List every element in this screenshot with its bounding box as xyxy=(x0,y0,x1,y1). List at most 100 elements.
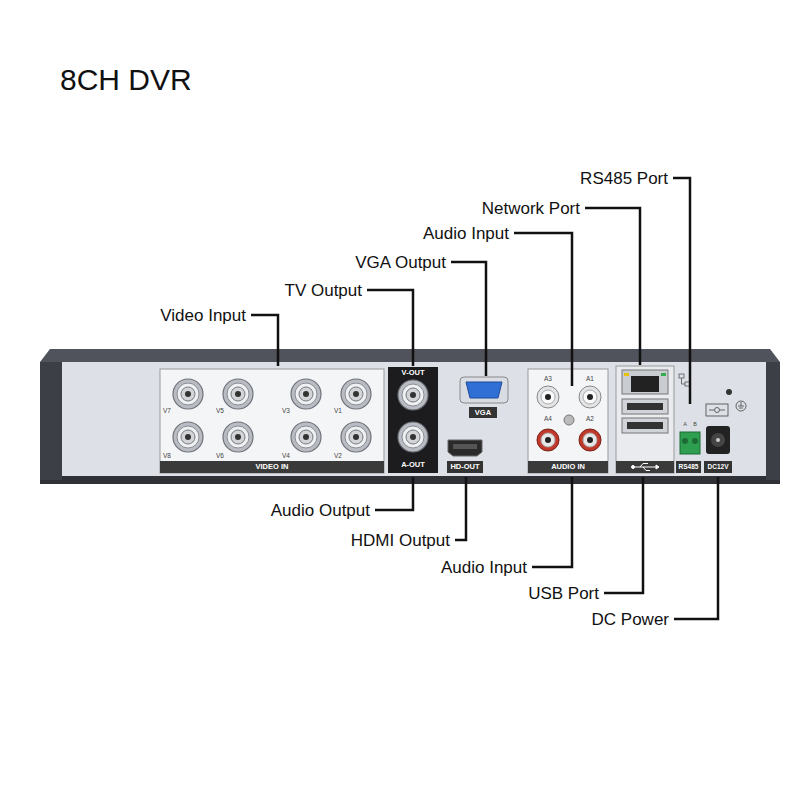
rj45-shell xyxy=(622,370,668,394)
port-number: A3 xyxy=(544,376,552,383)
callout-label: Network Port xyxy=(482,200,580,217)
port-number: V1 xyxy=(334,408,342,415)
dc-jack xyxy=(706,426,730,454)
housing-frame xyxy=(40,362,780,484)
bnc-connector xyxy=(291,422,321,452)
terminal-screw xyxy=(682,438,688,444)
dc-jack-pin xyxy=(716,438,720,442)
callout-label: Audio Output xyxy=(271,502,370,519)
port-number: V6 xyxy=(216,453,224,460)
leader-line xyxy=(585,208,640,365)
hdmi-tag xyxy=(447,461,483,473)
panel-tag: V-OUT xyxy=(402,369,425,377)
port-number: V5 xyxy=(216,408,224,415)
leader-line xyxy=(532,477,572,567)
housing-right-end xyxy=(766,362,780,480)
panel-tag: DC12V xyxy=(708,464,729,471)
leader-line xyxy=(604,477,643,593)
bnc-connector xyxy=(398,422,428,452)
port-number: A1 xyxy=(586,376,594,383)
polarity-symbol xyxy=(706,404,728,416)
callout-label: Audio Input xyxy=(423,225,509,242)
panel-tag: A-OUT xyxy=(401,461,425,469)
bnc-connector xyxy=(341,379,371,409)
callout-label: Audio Input xyxy=(441,559,527,576)
panel-tag: HD-OUT xyxy=(450,463,479,471)
led xyxy=(624,373,629,376)
hdmi-socket xyxy=(448,440,482,456)
housing-left-end xyxy=(40,362,62,480)
panel-tag: RS485 xyxy=(679,464,699,471)
callout-label: USB Port xyxy=(528,585,599,602)
leader-line xyxy=(367,290,413,366)
leader-line xyxy=(451,262,486,376)
port-number: V3 xyxy=(282,408,290,415)
port-number: A4 xyxy=(544,416,552,423)
dc-jack-hole xyxy=(711,433,725,447)
usb-socket xyxy=(622,399,668,414)
io-plate xyxy=(616,366,674,473)
port-number: V2 xyxy=(334,453,342,460)
bnc-connector xyxy=(223,422,253,452)
pin-label: B xyxy=(693,422,697,428)
bnc-connector xyxy=(173,379,203,409)
callout-label: TV Output xyxy=(285,282,362,299)
audio-in-strip xyxy=(528,461,608,473)
leader-line xyxy=(375,477,413,510)
callout-label: HDMI Output xyxy=(351,532,450,549)
terminal-screw xyxy=(692,438,698,444)
leader-lines xyxy=(251,178,718,619)
dc-tag xyxy=(704,461,732,473)
callout-label: Video Input xyxy=(160,307,246,324)
hdmi-tongue xyxy=(453,444,477,449)
vga-socket xyxy=(466,382,502,398)
led xyxy=(661,373,666,376)
vga-tag xyxy=(469,407,497,418)
bnc-connector xyxy=(341,422,371,452)
callout-label: RS485 Port xyxy=(580,170,668,187)
usb-icon xyxy=(632,464,660,471)
callout-label: DC Power xyxy=(592,611,669,628)
leader-line xyxy=(673,178,690,404)
output-plate xyxy=(388,367,438,473)
audio-in-plate xyxy=(528,369,608,473)
diagram-title: 8CH DVR xyxy=(60,65,192,95)
reset-hole xyxy=(726,389,732,395)
screw xyxy=(564,415,574,425)
bnc-connector xyxy=(173,422,203,452)
housing-top xyxy=(40,349,780,362)
leader-line xyxy=(514,233,572,386)
usb-inner xyxy=(627,403,663,410)
usb-socket xyxy=(622,418,668,433)
rca-red xyxy=(537,429,559,451)
bnc-connector xyxy=(398,380,428,410)
rs485-terminal xyxy=(680,432,700,454)
port-number: V7 xyxy=(163,408,171,415)
video-in-plate xyxy=(160,369,384,473)
rca-red xyxy=(579,429,601,451)
panel-tag: VGA xyxy=(475,409,491,417)
port-number: V4 xyxy=(282,453,290,460)
leader-line xyxy=(455,477,466,540)
usb-inner xyxy=(627,422,663,429)
pin-label: A xyxy=(683,422,687,428)
rj45-socket xyxy=(631,376,659,392)
rs485-tag xyxy=(676,461,701,473)
vga-shell xyxy=(460,377,508,403)
port-number: A2 xyxy=(586,416,594,423)
io-strip xyxy=(616,461,674,473)
ground-symbol xyxy=(736,401,746,411)
bnc-connector xyxy=(291,379,321,409)
port-number: V8 xyxy=(163,453,171,460)
network-icon xyxy=(679,374,690,386)
rca-white xyxy=(537,386,559,408)
leader-line xyxy=(251,315,278,366)
rca-white xyxy=(579,386,601,408)
callout-label: VGA Output xyxy=(355,254,446,271)
leader-line xyxy=(674,477,718,619)
panel-tag: AUDIO IN xyxy=(551,463,585,471)
panel-tag: VIDEO IN xyxy=(256,463,289,471)
bnc-connector xyxy=(223,379,253,409)
